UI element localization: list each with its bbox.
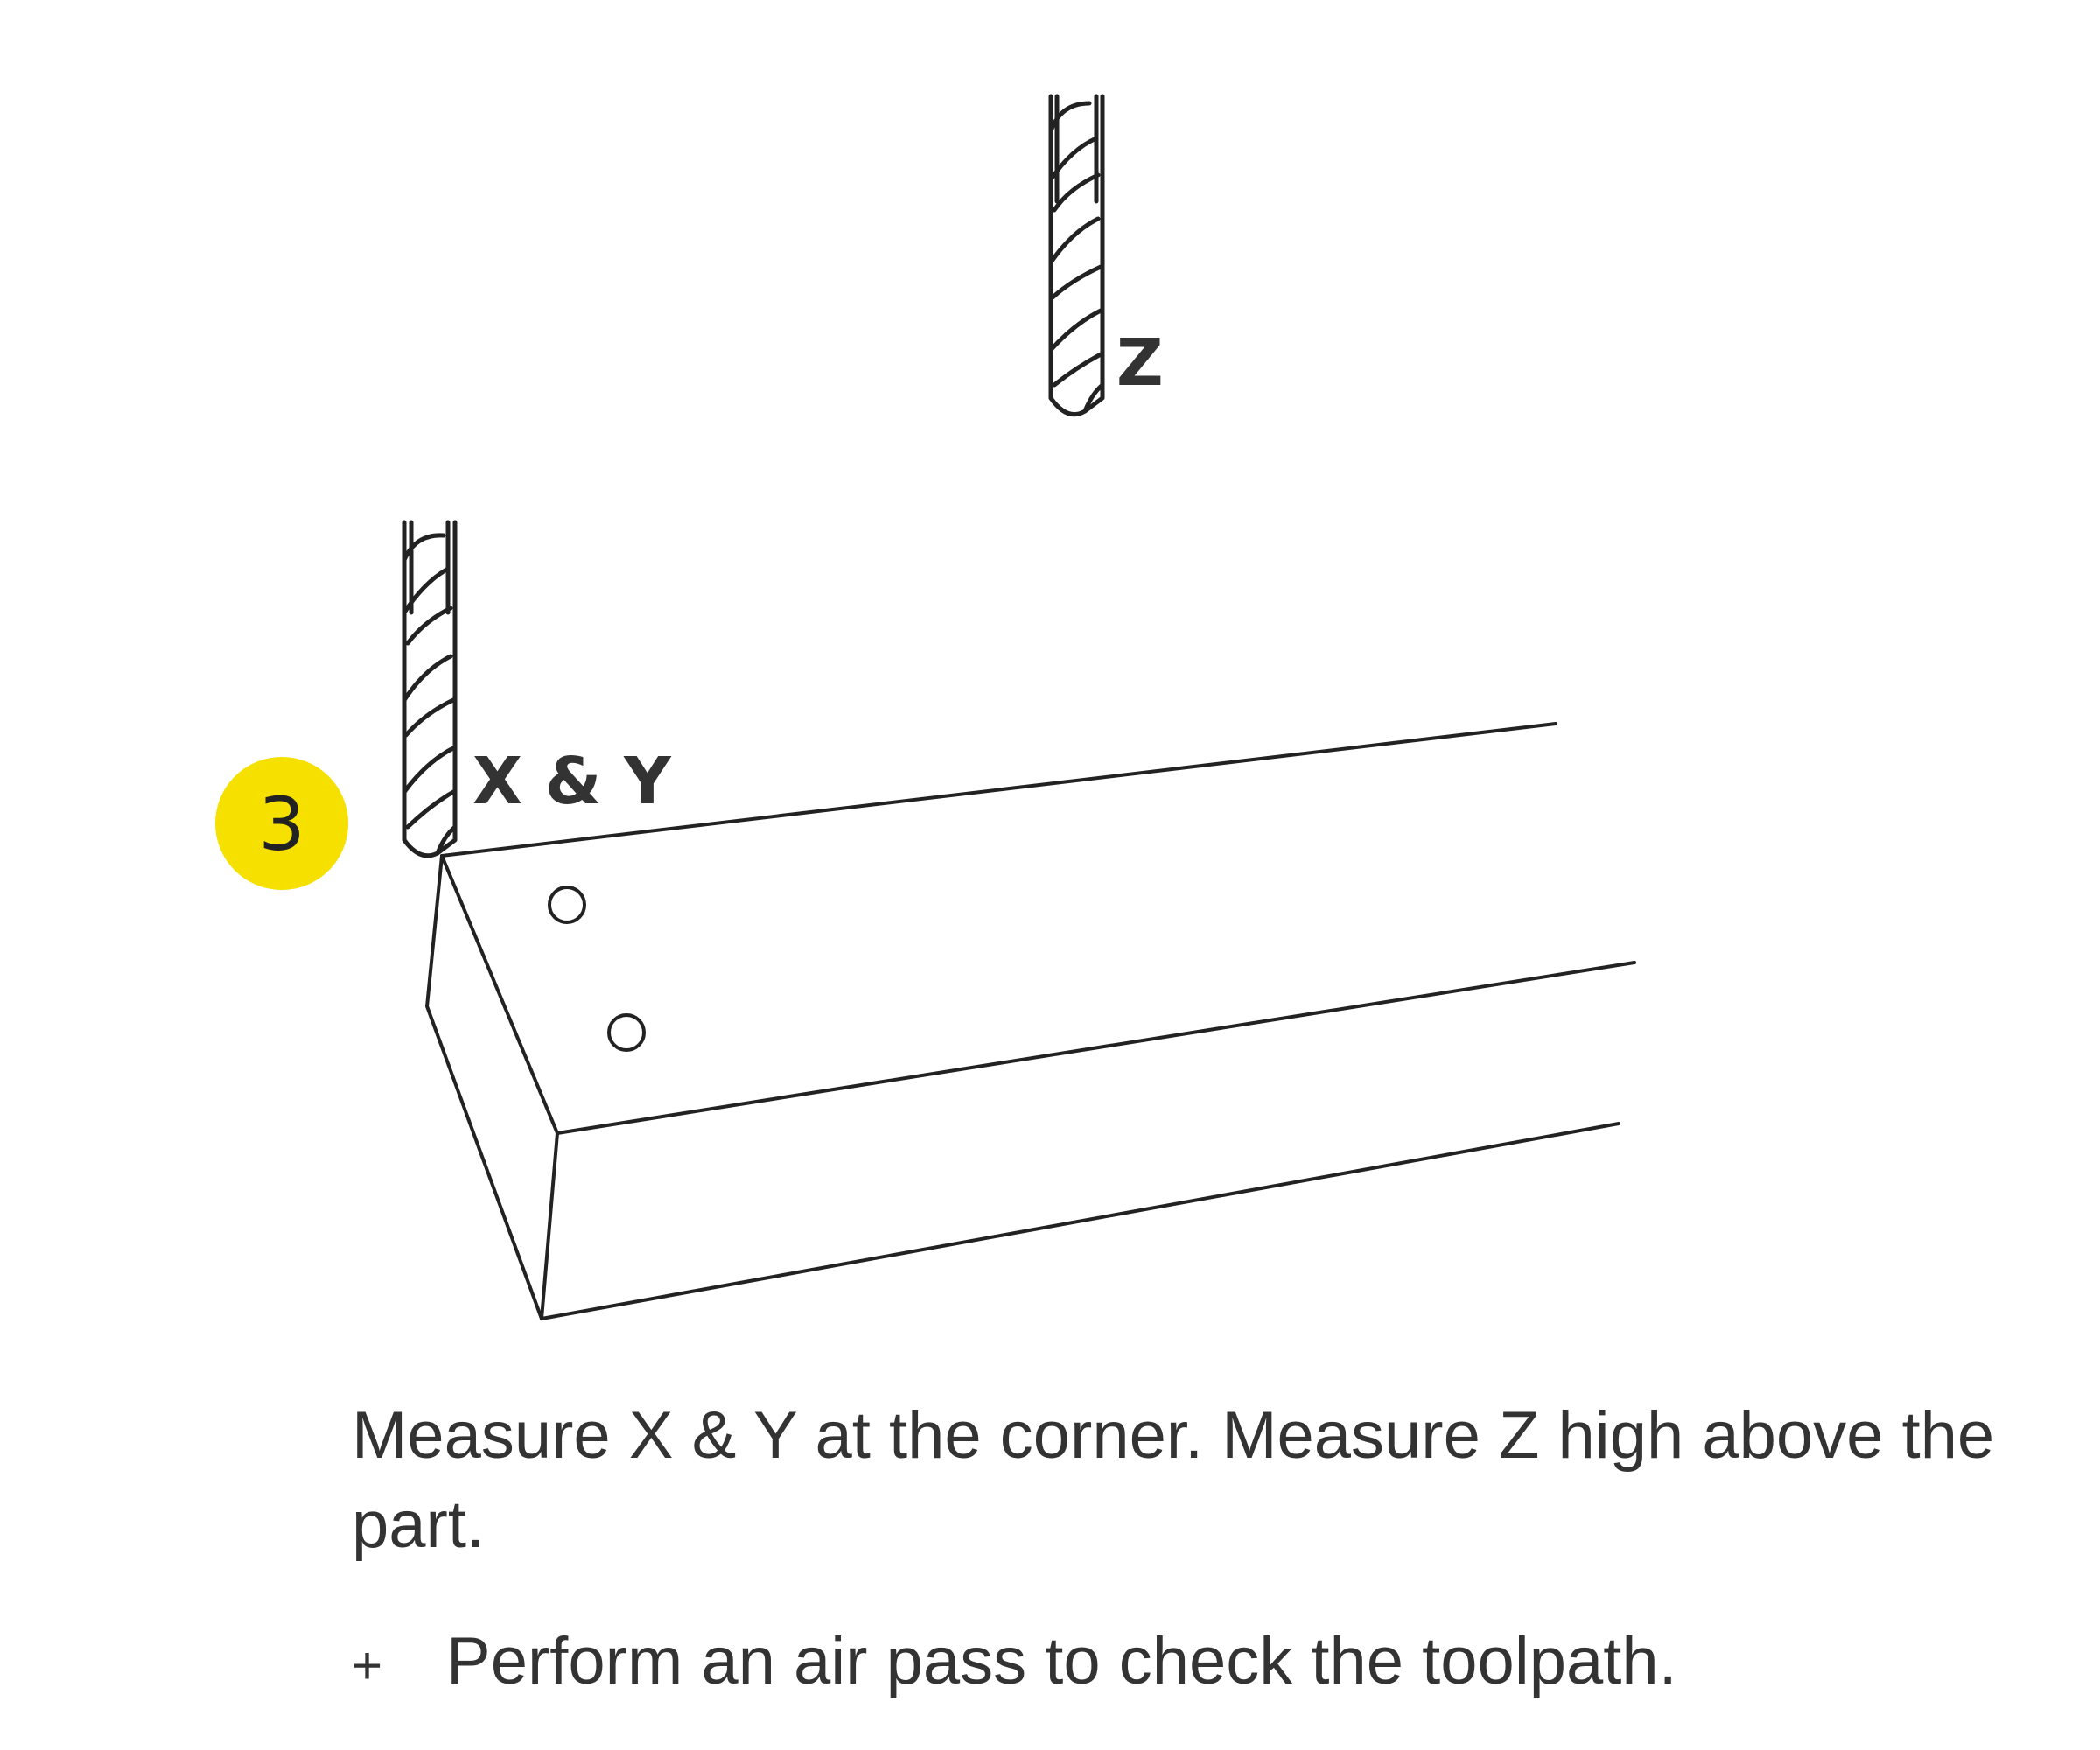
xy-axis-label: X & Y (472, 744, 672, 819)
workpiece-beam (425, 722, 1636, 1320)
instruction-text: Measure X & Y at the corner. Measure Z h… (352, 1398, 1995, 1562)
tip-line: + Perform an air pass to check the toolpa… (352, 1617, 1997, 1711)
hole-marker-1 (548, 886, 586, 924)
tip-bullet: + (352, 1636, 383, 1695)
hole-marker-2 (607, 1013, 646, 1052)
tip-text: Perform an air pass to check the toolpat… (446, 1624, 1677, 1698)
drill-bit-xy-icon (402, 520, 458, 858)
drill-bit-z-icon (1048, 94, 1105, 417)
step-number: 3 (258, 781, 304, 867)
z-axis-label: Z (1116, 326, 1164, 401)
step-badge (215, 757, 348, 890)
